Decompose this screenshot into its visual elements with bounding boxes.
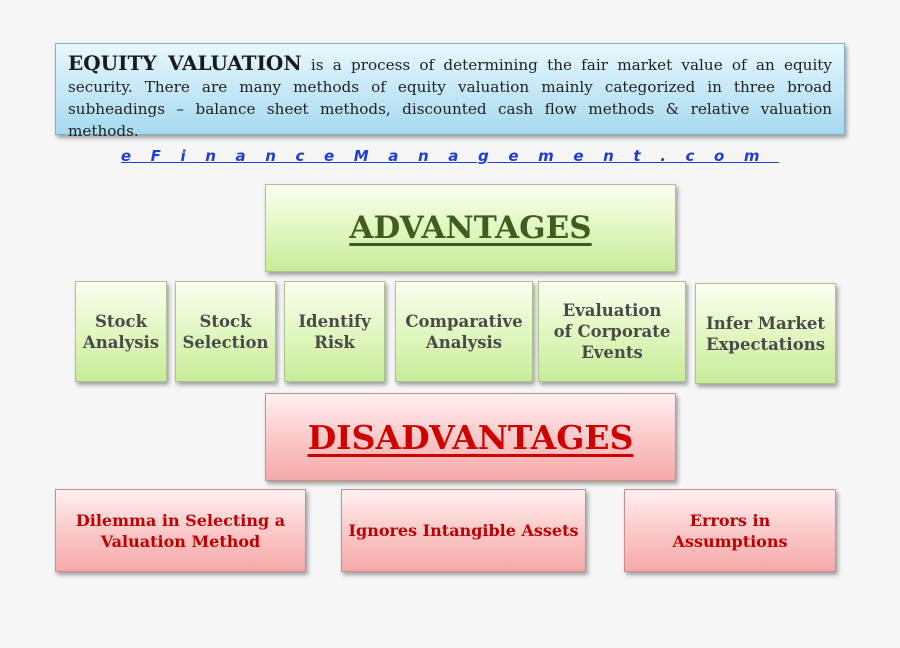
disadvantage-ignores-intangibles: Ignores Intangible Assets [341,489,586,572]
advantage-stock-selection: Stock Selection [175,281,276,382]
disadvantages-heading: DISADVANTAGES [265,393,676,481]
advantage-identify-risk: Identify Risk [284,281,385,382]
definition-text: is a process of determining the fair mar… [68,56,832,140]
definition-term: EQUITY VALUATION [68,51,302,75]
disadvantage-errors-assumptions: Errors in Assumptions [624,489,836,572]
disadvantage-dilemma-method: Dilemma in Selecting a Valuation Method [55,489,306,572]
advantage-evaluation-corporate-events: Evaluation of Corporate Events [538,281,686,382]
advantage-comparative-analysis: Comparative Analysis [395,281,533,382]
advantage-stock-analysis: Stock Analysis [75,281,167,382]
advantages-heading: ADVANTAGES [265,184,676,272]
website-link[interactable]: eFinanceManagement.com [120,147,780,165]
advantage-infer-market-expectations: Infer Market Expectations [695,283,836,384]
definition-box: EQUITY VALUATION is a process of determi… [55,43,845,140]
